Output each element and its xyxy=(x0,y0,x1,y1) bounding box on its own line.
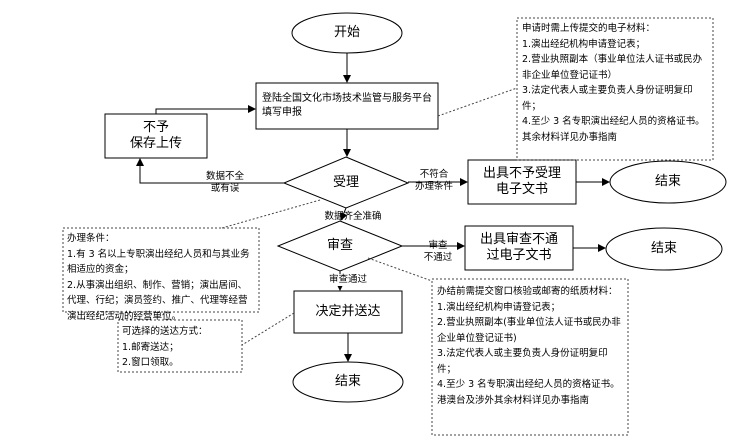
end-reject-accept-label: 结束 xyxy=(654,174,681,189)
end-reject-review-oval xyxy=(605,227,723,271)
edge-review-pass: 审查通过 xyxy=(318,274,378,286)
end-oval xyxy=(292,361,404,403)
login-box xyxy=(255,82,439,130)
end-reject-review-label: 结束 xyxy=(650,241,677,256)
arrow-accept-nosave xyxy=(136,158,284,184)
decide-label: 决定并送达 xyxy=(315,304,381,319)
upload-note-box xyxy=(516,17,714,161)
connector-review-paper xyxy=(367,257,433,282)
conditions-note-box xyxy=(62,227,260,313)
no-save-box xyxy=(104,113,208,159)
edge-review-fail: 审查 不通过 xyxy=(423,240,453,263)
upload-materials-note: 申请时需上传提交的电子材料： 1.演出经纪机构申请登记表； 2.营业执照副本（事… xyxy=(522,23,705,143)
end-reject-accept-oval xyxy=(609,160,727,204)
delivery-note-box xyxy=(117,319,243,373)
paper-materials-note: 办结前需提交窗口核验或邮寄的纸质材料： 1.演出经纪机构申请登记表； 2.营业执… xyxy=(437,286,621,406)
arrow-accept-review xyxy=(340,207,348,221)
edge-data-incomplete: 数据不全 或有误 xyxy=(205,171,244,194)
connector-login-upload xyxy=(437,87,518,117)
login-label: 登陆全国文化市场技术监管与服务平台填写申报 xyxy=(262,93,432,118)
edge-not-conform: 不符合 办理条件 xyxy=(414,169,453,192)
end-label: 结束 xyxy=(334,374,361,389)
review-label: 审查 xyxy=(326,238,353,253)
reject-review-label: 出具审查不通 过电子文书 xyxy=(479,232,558,263)
line-nosave-up xyxy=(155,108,207,114)
edge-data-complete: 数据齐全准确 xyxy=(324,211,382,222)
paper-note-box xyxy=(431,278,629,436)
delivery-note: 可选择的送达方式： 1.邮寄送达； 2.窗口领取。 xyxy=(122,326,208,368)
no-save-label: 不予 保存上传 xyxy=(129,120,182,151)
conditions-note: 办理条件： 1.有 3 名以上专职演出经纪人员和与其业务相适应的资金； 2.从事… xyxy=(67,233,250,322)
start-label: 开始 xyxy=(333,25,360,40)
reject-review-box xyxy=(464,225,574,271)
accept-label: 受理 xyxy=(332,175,359,190)
reject-accept-label: 出具不予受理 电子文书 xyxy=(482,166,561,197)
decide-box xyxy=(293,290,403,334)
reject-accept-box xyxy=(467,159,577,205)
connector-accept-conditions xyxy=(221,199,321,229)
